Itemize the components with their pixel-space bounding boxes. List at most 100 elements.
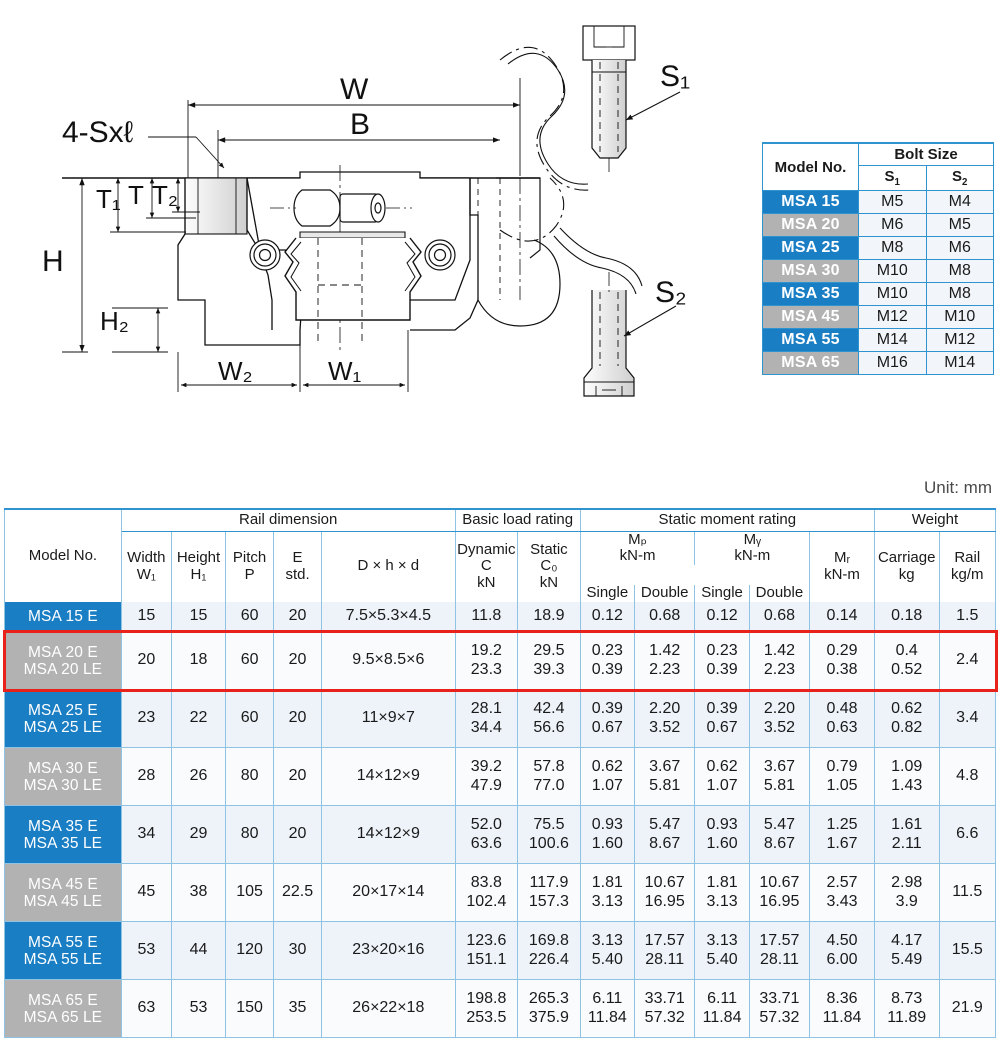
spec-row-rail: 4.8 [938,747,997,807]
spec-header-my-single: Single [694,584,750,602]
spec-header-static-moment-rating: Static moment rating [579,508,875,532]
spec-row-rail: 15.5 [938,921,997,981]
spec-row-mp-single: 0.12 [579,601,635,633]
spec-row-height: 44 [170,921,227,981]
spec-header-mr: Mᵣ kN-m [809,531,875,602]
bolt-row-s2: M10 [925,305,994,329]
spec-row-pitch: 60 [225,601,275,633]
unit-label: Unit: mm [924,478,992,497]
bolt-row-s1: M8 [858,236,927,260]
bolt-pattern-label: 4-Sxℓ [62,116,134,149]
bolt-table-header-s2: S2 [925,165,994,191]
spec-row-rail: 3.4 [938,689,997,749]
spec-header-weight: Weight [873,508,997,532]
bolt-row-s1: M10 [858,259,927,283]
spec-row-dhd: 23×20×16 [321,921,456,981]
spec-row-dhd: 26×22×18 [321,979,456,1038]
spec-row-height: 29 [170,805,227,865]
bolt-row-model: MSA 15 [762,190,859,214]
spec-row-width: 20 [120,631,172,691]
spec-row-width: 45 [120,863,172,923]
bolt-row-model: MSA 35 [762,282,859,306]
spec-row-e: 22.5 [273,863,323,923]
bolt-row-s1: M12 [858,305,927,329]
spec-header-mp-double: Double [633,584,696,602]
spec-row-my-double: 0.68 [748,601,811,633]
spec-row-height: 22 [170,689,227,749]
bolt-table-header-boltsize: Bolt Size [858,142,994,166]
spec-header-carriage: Carriage kg [873,531,940,602]
bolt-row-model: MSA 30 [762,259,859,283]
bolt-label-s2: S₂ [655,276,687,309]
spec-row-pitch: 105 [225,863,275,923]
specification-table: Model No. Rail dimension Basic load rati… [4,508,997,1038]
spec-row-e: 35 [273,979,323,1038]
spec-row-width: 34 [120,805,172,865]
spec-row-dhd: 20×17×14 [321,863,456,923]
dimension-label-b: B [350,108,371,141]
spec-row-e: 20 [273,805,323,865]
bolt-row-model: MSA 55 [762,328,859,352]
bolt-row-s1: M16 [858,351,927,375]
spec-row-pitch: 80 [225,747,275,807]
bolt-row-model: MSA 65 [762,351,859,375]
spec-header-rail: Rail kg/m [938,531,997,602]
spec-row-e: 30 [273,921,323,981]
spec-row-width: 63 [120,979,172,1038]
spec-header-height: Height H₁ [170,531,227,602]
spec-row-height: 53 [170,979,227,1038]
spec-row-rail: 2.4 [938,631,997,691]
spec-row-width: 28 [120,747,172,807]
spec-row-e: 20 [273,689,323,749]
spec-row-e: 20 [273,601,323,633]
spec-row-height: 38 [170,863,227,923]
spec-row-pitch: 150 [225,979,275,1038]
spec-header-my-double: Double [748,584,811,602]
bolt-label-s1: S₁ [660,60,691,93]
spec-row-height: 15 [170,601,227,633]
spec-row-rail: 1.5 [938,601,997,633]
spec-header-e: E std. [273,531,323,602]
bolt-row-model: MSA 25 [762,236,859,260]
dimension-label-t1: T₁ [96,184,121,214]
spec-header-rail-dimension: Rail dimension [120,508,456,532]
